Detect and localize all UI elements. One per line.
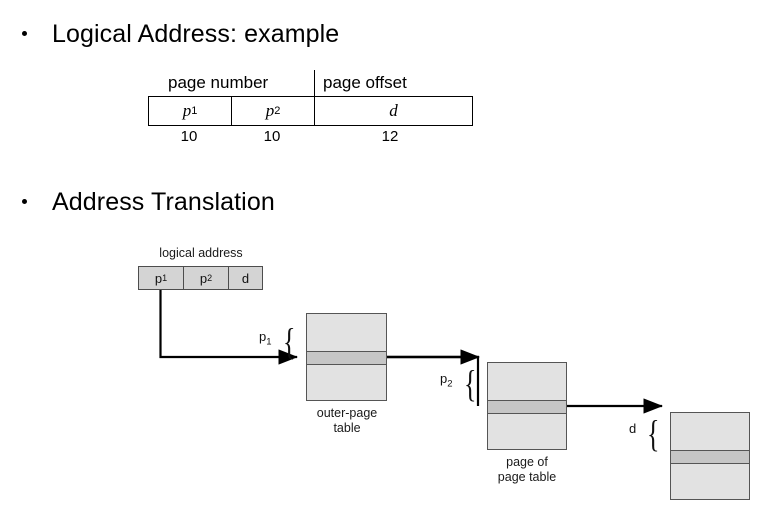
brace-icon-d: { bbox=[647, 413, 660, 456]
connector-logical-to-outer-page bbox=[159, 290, 299, 365]
bullet-logical-address-label: Logical Address: example bbox=[52, 20, 340, 48]
memory-frame-row-selected bbox=[671, 450, 749, 464]
brace-icon-p2: { bbox=[464, 363, 477, 406]
page-of-page-table-row-upper bbox=[488, 363, 566, 400]
logical-address-symbol-d: d bbox=[241, 270, 250, 286]
outer-page-table-caption-line2: table bbox=[333, 421, 361, 435]
logical-address-symbol-p2: p bbox=[199, 270, 208, 286]
address-format-headers: page number page offset bbox=[148, 70, 473, 96]
memory-frame-block bbox=[670, 412, 750, 500]
page-of-page-table-row-selected bbox=[488, 400, 566, 414]
bits-d: 12 bbox=[381, 128, 399, 145]
field-symbol-d: d bbox=[389, 101, 398, 120]
field-subscript-p1: 1 bbox=[191, 105, 198, 117]
page-of-page-table-caption-line2: page table bbox=[497, 470, 557, 484]
bullet-marker-icon bbox=[22, 199, 27, 204]
outer-page-table-caption-line1: outer-page bbox=[316, 406, 378, 420]
page-of-page-table-caption: page of page table bbox=[468, 455, 586, 485]
brace-icon-p1: { bbox=[283, 321, 296, 364]
outer-page-table-caption: outer-page table bbox=[288, 406, 406, 436]
outer-page-table-row-lower bbox=[307, 365, 386, 399]
logical-address-subscript-p2: 2 bbox=[207, 273, 213, 283]
field-symbol-p2: p bbox=[265, 101, 275, 120]
index-symbol-p1: p bbox=[259, 329, 267, 344]
bits-p1: 10 bbox=[180, 128, 198, 145]
header-page-offset: page offset bbox=[323, 73, 407, 92]
index-label-p1: p1 bbox=[259, 329, 272, 348]
page-of-page-table-caption-line1: page of bbox=[506, 455, 548, 469]
bullet-address-translation-label: Address Translation bbox=[52, 188, 275, 216]
index-label-p2: p2 bbox=[440, 371, 453, 390]
bullet-marker-icon bbox=[22, 31, 27, 36]
header-page-number: page number bbox=[168, 73, 269, 92]
outer-page-table-row-selected bbox=[307, 351, 386, 365]
logical-address-symbol-p1: p bbox=[154, 270, 163, 286]
field-symbol-p1: p bbox=[182, 101, 192, 120]
outer-page-table-row-upper bbox=[307, 314, 386, 351]
index-label-d: d bbox=[629, 421, 636, 436]
index-subscript-p2: 2 bbox=[447, 378, 453, 390]
index-subscript-p1: 1 bbox=[266, 336, 272, 348]
bullet-address-translation: Address Translation bbox=[22, 190, 275, 215]
bullet-logical-address: Logical Address: example bbox=[22, 22, 339, 47]
memory-frame-row-lower bbox=[671, 464, 749, 498]
page-of-page-table-row-lower bbox=[488, 414, 566, 448]
logical-address-subscript-p1: 1 bbox=[162, 273, 168, 283]
bits-p2: 10 bbox=[263, 128, 281, 145]
page-of-page-table-block bbox=[487, 362, 567, 450]
field-cell-d: d bbox=[315, 97, 472, 125]
outer-page-table-block bbox=[306, 313, 387, 401]
header-divider bbox=[314, 70, 315, 96]
index-symbol-p2: p bbox=[440, 371, 448, 386]
field-subscript-p2: 2 bbox=[274, 105, 281, 117]
address-format-bit-widths: 10 10 12 bbox=[148, 126, 473, 150]
logical-address-cell-d: d bbox=[229, 267, 262, 289]
index-symbol-d: d bbox=[629, 421, 637, 436]
memory-frame-row-upper bbox=[671, 413, 749, 450]
logical-address-caption: logical address bbox=[159, 246, 243, 260]
